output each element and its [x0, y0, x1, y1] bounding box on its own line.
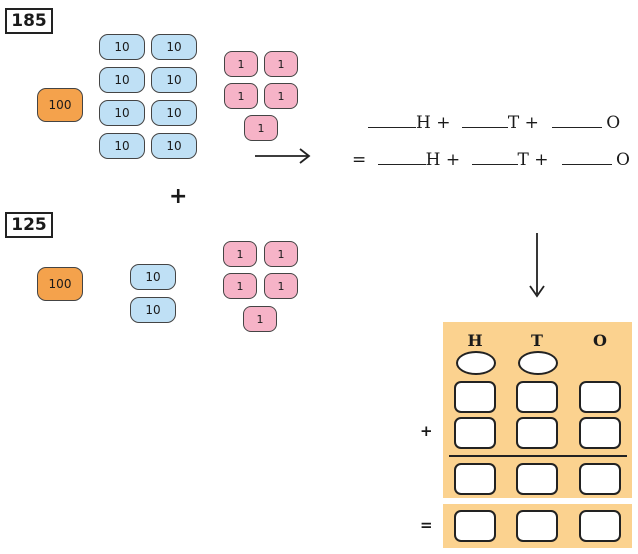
number-185: 185 [5, 8, 53, 34]
ten-block: 10 [99, 34, 145, 60]
ten-block: 10 [99, 100, 145, 126]
ones-label: O [606, 113, 621, 133]
hto-cell[interactable] [579, 381, 621, 413]
hundred-block: 100 [37, 267, 83, 301]
ones-blank[interactable] [561, 150, 612, 165]
hto-plus-sign: + [420, 422, 433, 440]
tens-label: T + [507, 113, 539, 133]
ten-block: 10 [151, 67, 197, 93]
one-block: 1 [264, 51, 298, 77]
hto-cell[interactable] [516, 417, 558, 449]
one-block: 1 [223, 241, 257, 267]
ten-block: 10 [151, 133, 197, 159]
ten-block: 10 [151, 100, 197, 126]
hto-cell[interactable] [454, 463, 496, 495]
sum-divider [449, 455, 627, 457]
hundreds-label: H + [416, 113, 451, 133]
carry-oval-t[interactable] [518, 351, 558, 375]
hto-header-o: O [593, 331, 607, 350]
arrow-right-icon [255, 148, 311, 164]
hto-cell[interactable] [516, 510, 558, 542]
one-block: 1 [243, 306, 277, 332]
ten-block: 10 [99, 67, 145, 93]
hto-cell[interactable] [579, 463, 621, 495]
hto-header-h: H [467, 331, 483, 350]
hundreds-blank[interactable] [368, 113, 416, 128]
one-block: 1 [224, 51, 258, 77]
hto-cell[interactable] [454, 417, 496, 449]
hundreds-blank[interactable] [377, 150, 426, 165]
one-block: 1 [264, 241, 298, 267]
ones-blank[interactable] [552, 113, 603, 128]
tens-label: T + [517, 150, 549, 170]
hto-cell[interactable] [454, 510, 496, 542]
plus-sign: + [169, 184, 188, 209]
tens-blank[interactable] [471, 150, 518, 165]
ten-block: 10 [130, 264, 176, 290]
ten-block: 10 [99, 133, 145, 159]
hundred-block: 100 [37, 88, 83, 122]
hto-cell[interactable] [516, 381, 558, 413]
one-block: 1 [223, 273, 257, 299]
hundreds-label: H + [425, 150, 461, 170]
ones-label: O [615, 150, 630, 170]
tens-blank[interactable] [461, 113, 508, 128]
one-block: 1 [224, 83, 258, 109]
arrow-down-icon [529, 233, 545, 298]
ten-block: 10 [151, 34, 197, 60]
hto-header-t: T [531, 331, 543, 350]
hto-cell[interactable] [516, 463, 558, 495]
one-block: 1 [244, 115, 278, 141]
hto-equals-sign: = [420, 516, 433, 534]
expansion-line-1: H + T + O [368, 113, 620, 133]
carry-oval-h[interactable] [456, 351, 496, 375]
equals-label: = [352, 150, 367, 170]
ten-block: 10 [130, 297, 176, 323]
hto-cell[interactable] [579, 510, 621, 542]
one-block: 1 [264, 273, 298, 299]
hto-cell[interactable] [454, 381, 496, 413]
number-125: 125 [5, 212, 53, 238]
hto-cell[interactable] [579, 417, 621, 449]
expansion-line-2: = H + T + O [352, 150, 630, 170]
one-block: 1 [264, 83, 298, 109]
